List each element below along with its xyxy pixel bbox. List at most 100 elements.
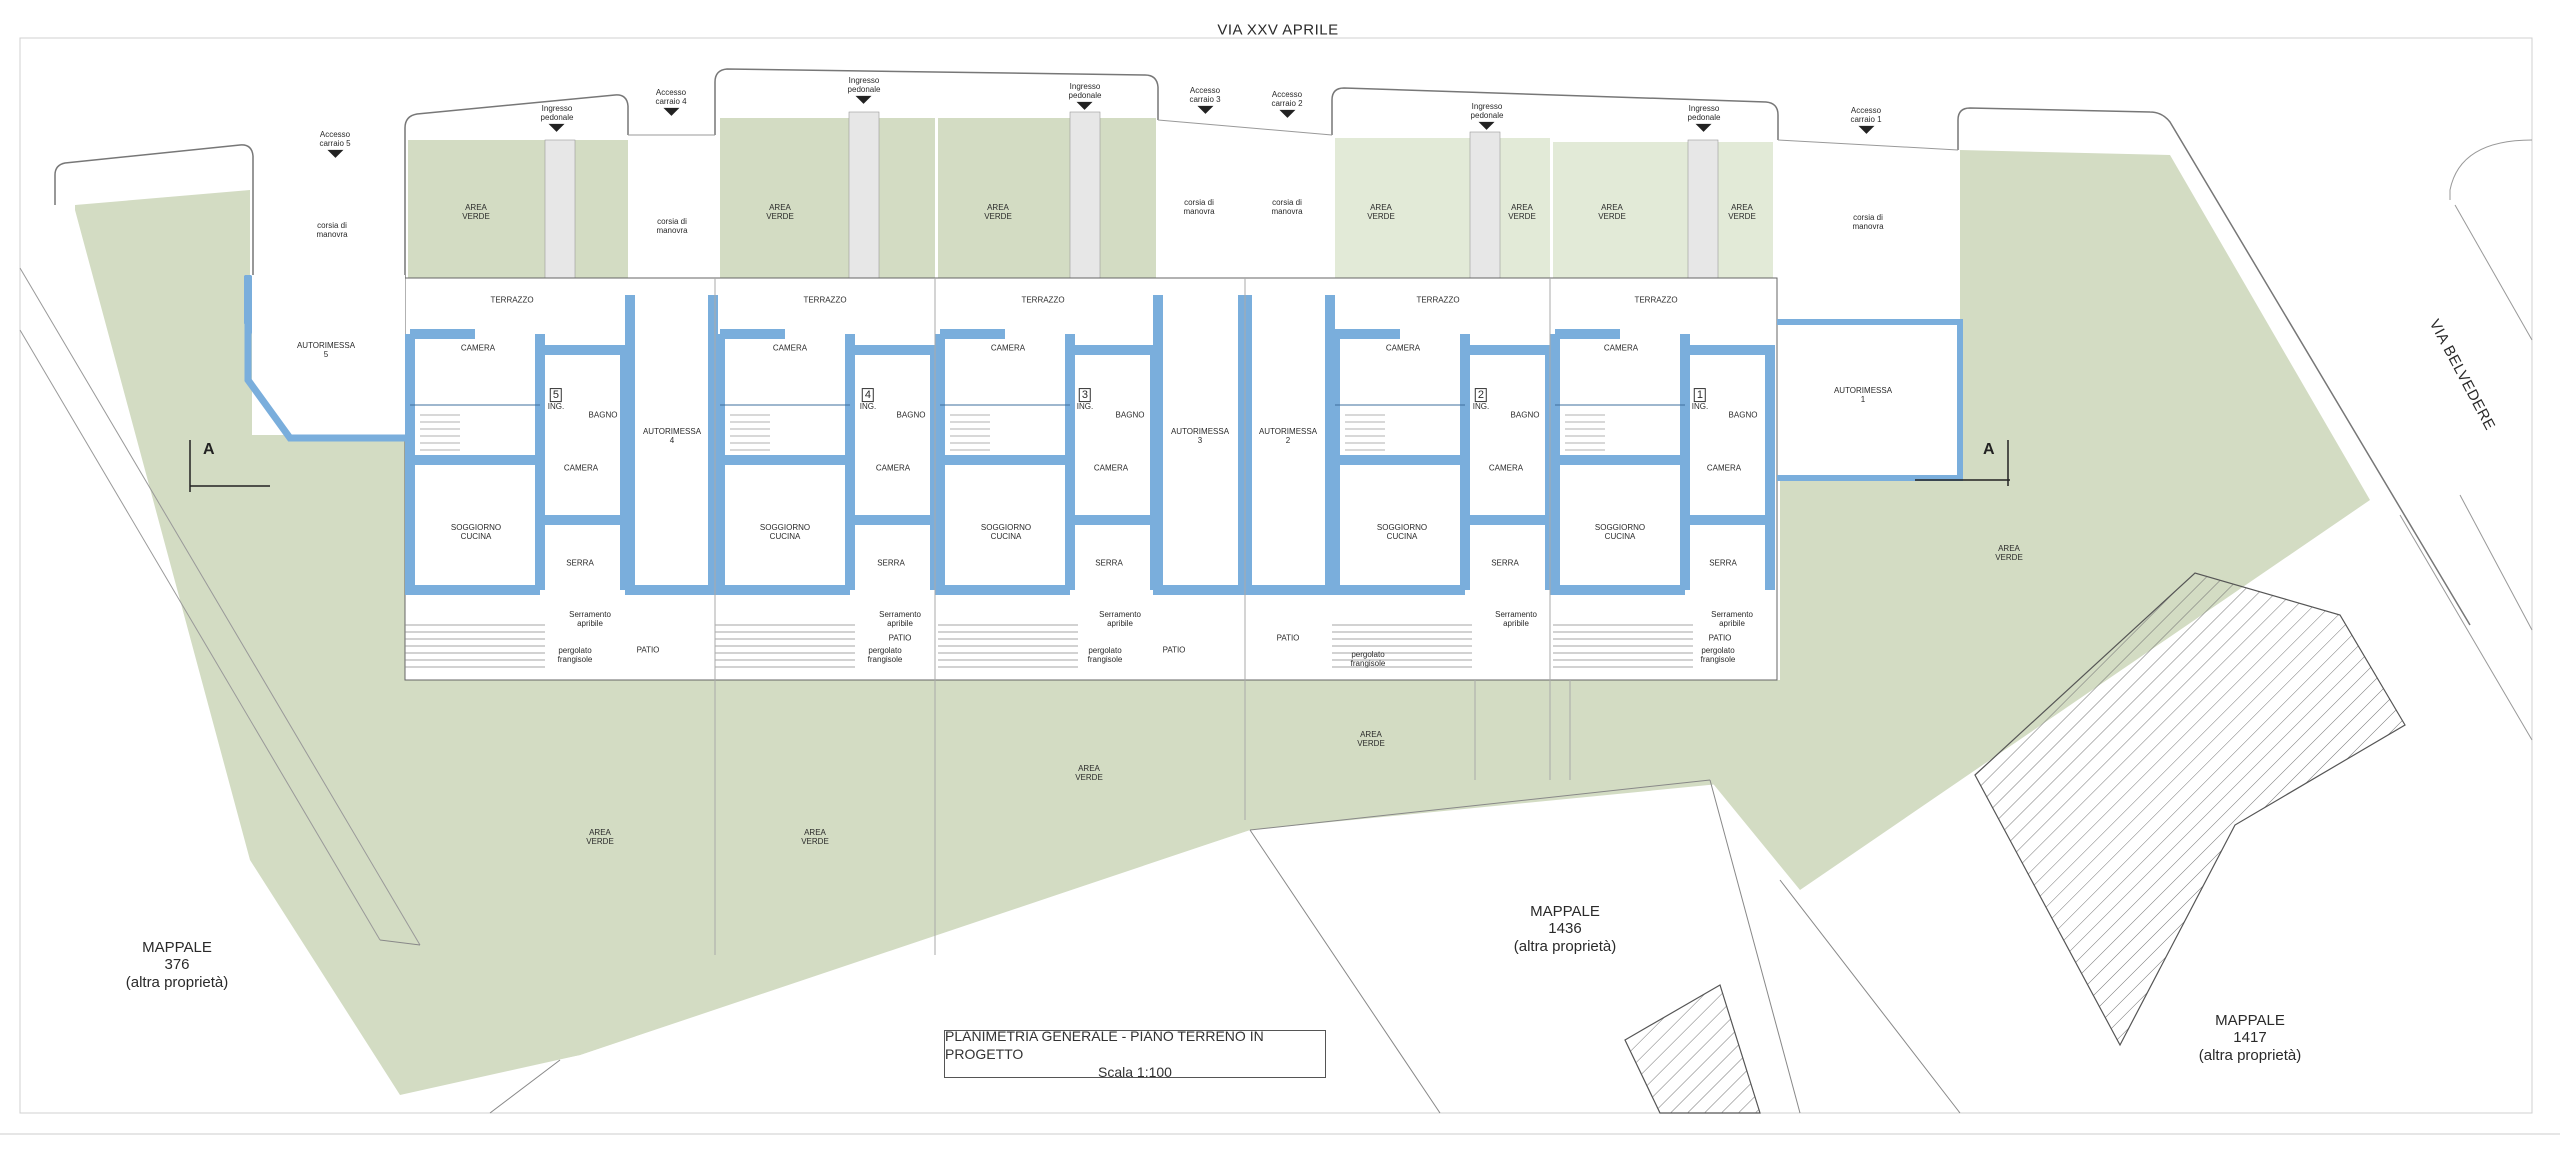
bagno-3: BAGNO (1115, 410, 1145, 420)
serra-3: SERRA (1095, 558, 1123, 568)
bagno-4: BAGNO (896, 410, 926, 420)
neighbour-building-1436 (1624, 984, 1761, 1114)
camera-north-1: CAMERA (1603, 343, 1639, 353)
plan-scale: Scala 1:100 (1098, 1064, 1172, 1081)
title-block: PLANIMETRIA GENERALE - PIANO TERRENO IN … (944, 1027, 1326, 1081)
patio-3: PATIO (1162, 645, 1186, 655)
boundary-north-3 (1331, 87, 1779, 140)
serra-2: SERRA (1491, 558, 1519, 568)
terrazzo-1: TERRAZZO (1634, 295, 1678, 305)
green-area-east (1620, 150, 2370, 890)
serra-5: SERRA (566, 558, 594, 568)
green-strip-3 (938, 118, 1156, 278)
boundary-north-1 (404, 94, 629, 280)
camera-south-3: CAMERA (1093, 463, 1129, 473)
green-strip-5 (1553, 142, 1773, 278)
camera-north-5: CAMERA (460, 343, 496, 353)
ped-path-5 (544, 139, 576, 279)
garage-1-walls (1777, 319, 1963, 481)
plan-title: PLANIMETRIA GENERALE - PIANO TERRENO IN … (945, 1027, 1264, 1062)
arrow-down-icon (327, 150, 343, 159)
boundary-north-2 (714, 68, 1159, 135)
bagno-1: BAGNO (1728, 410, 1758, 420)
patio-5: PATIO (636, 645, 660, 655)
arrow-down-icon (663, 108, 679, 117)
serra-1: SERRA (1709, 558, 1737, 568)
camera-north-4: CAMERA (772, 343, 808, 353)
green-strip-4 (1335, 138, 1550, 278)
drawing-frame (19, 37, 2533, 1114)
arrow-down-icon (1858, 126, 1874, 135)
terrazzo-3: TERRAZZO (1021, 295, 1065, 305)
camera-south-2: CAMERA (1488, 463, 1524, 473)
patio-4: PATIO (888, 633, 912, 643)
arrow-down-icon (855, 96, 872, 105)
section-marker-east: A (1983, 441, 1995, 458)
camera-south-4: CAMERA (875, 463, 911, 473)
camera-south-1: CAMERA (1706, 463, 1742, 473)
neighbour-building-1417 (1974, 572, 2406, 1047)
street-north: VIA XXV APRILE (1217, 21, 1339, 39)
ped-path-4 (848, 111, 880, 279)
serra-4: SERRA (877, 558, 905, 568)
green-strip-1 (408, 140, 628, 278)
garage-5-box (252, 275, 405, 435)
terrazzo-2: TERRAZZO (1416, 295, 1460, 305)
arrow-down-icon (1197, 106, 1213, 115)
bagno-2: BAGNO (1510, 410, 1540, 420)
arrow-down-icon (1478, 122, 1495, 131)
boundary-west (54, 144, 254, 276)
arrow-down-icon (1279, 110, 1295, 119)
section-marker-west: A (203, 441, 215, 458)
ped-path-1 (1687, 139, 1719, 279)
boundary-north-4 (1957, 107, 2471, 626)
terrazzo-5: TERRAZZO (490, 295, 534, 305)
arrow-down-icon (1076, 102, 1093, 111)
